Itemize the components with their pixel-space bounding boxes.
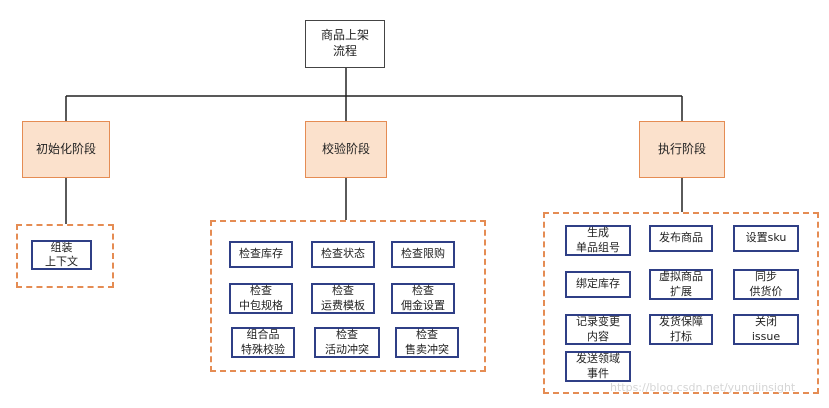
task-sync-supply-price: 同步 供货价 [733,269,799,300]
task-check-status: 检查状态 [311,241,375,268]
task-generate-item-group: 生成 单品组号 [565,225,631,256]
task-check-commission: 检查 佣金设置 [391,283,455,314]
validate-task-group [210,220,486,372]
task-delivery-guarantee-tag: 发货保障 打标 [649,314,713,345]
task-check-pack-spec: 检查 中包规格 [229,283,293,314]
task-check-purchase-limit: 检查限购 [391,241,455,268]
init-task-group [16,224,114,288]
task-close-issue: 关闭 issue [733,314,799,345]
task-record-change: 记录变更 内容 [565,314,631,345]
task-set-sku: 设置sku [733,225,799,252]
root-node: 商品上架 流程 [305,20,385,68]
task-send-domain-event: 发送领域 事件 [565,351,631,382]
task-check-promo-conflict: 检查 活动冲突 [314,327,380,358]
stage-validate: 校验阶段 [305,121,387,178]
task-check-sale-conflict: 检查 售卖冲突 [395,327,459,358]
stage-execute: 执行阶段 [639,121,725,178]
execute-task-group [543,212,819,394]
task-publish-item: 发布商品 [649,225,713,252]
task-virtual-item-extend: 虚拟商品 扩展 [649,269,713,300]
stage-init: 初始化阶段 [22,121,110,178]
task-check-shipping-template: 检查 运费模板 [311,283,375,314]
watermark: https://blog.csdn.net/yunqiinsight [610,381,796,394]
task-combo-special-check: 组合品 特殊校验 [231,327,295,358]
task-bind-inventory: 绑定库存 [565,271,631,298]
task-init-assemble-context: 组装 上下文 [31,240,92,270]
task-check-inventory: 检查库存 [229,241,293,268]
